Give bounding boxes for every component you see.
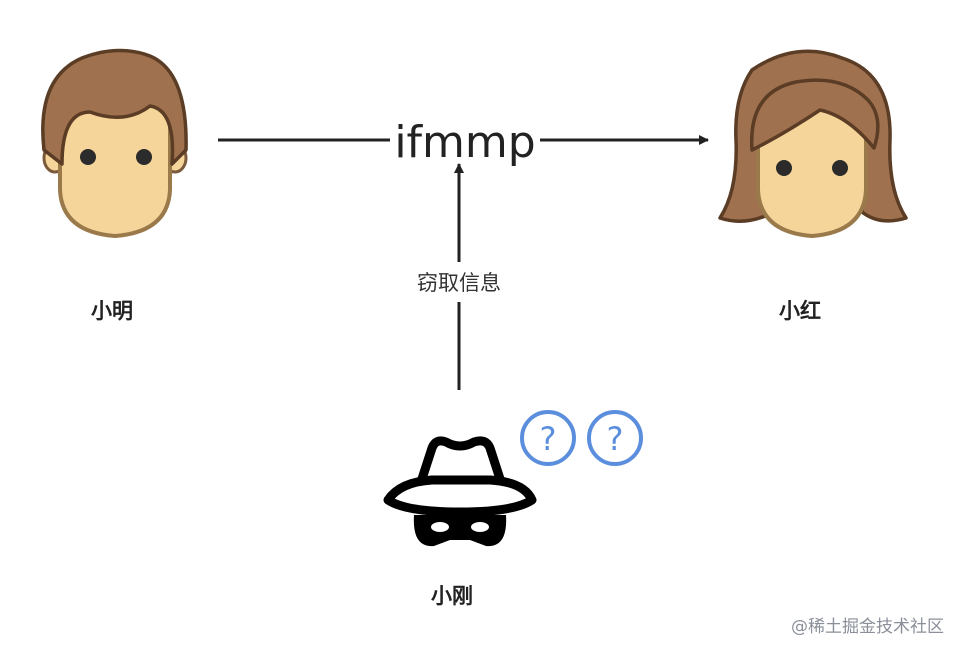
question-mark-1: ? [540,420,557,458]
watermark: @稀土掘金技术社区 [791,617,944,637]
eavesdropper-label: 小刚 [431,584,473,608]
man-face-icon [41,48,188,239]
message-label: ifmmp [394,117,535,168]
question-mark-2: ? [607,420,624,458]
sender-label: 小明 [91,299,133,323]
question-circle-icon: ? [520,410,576,466]
receiver-label: 小红 [779,299,821,323]
spy-icon [383,436,537,547]
woman-face-icon [718,49,908,239]
question-circle-icon: ? [587,410,643,466]
intercept-label: 窃取信息 [417,271,501,295]
